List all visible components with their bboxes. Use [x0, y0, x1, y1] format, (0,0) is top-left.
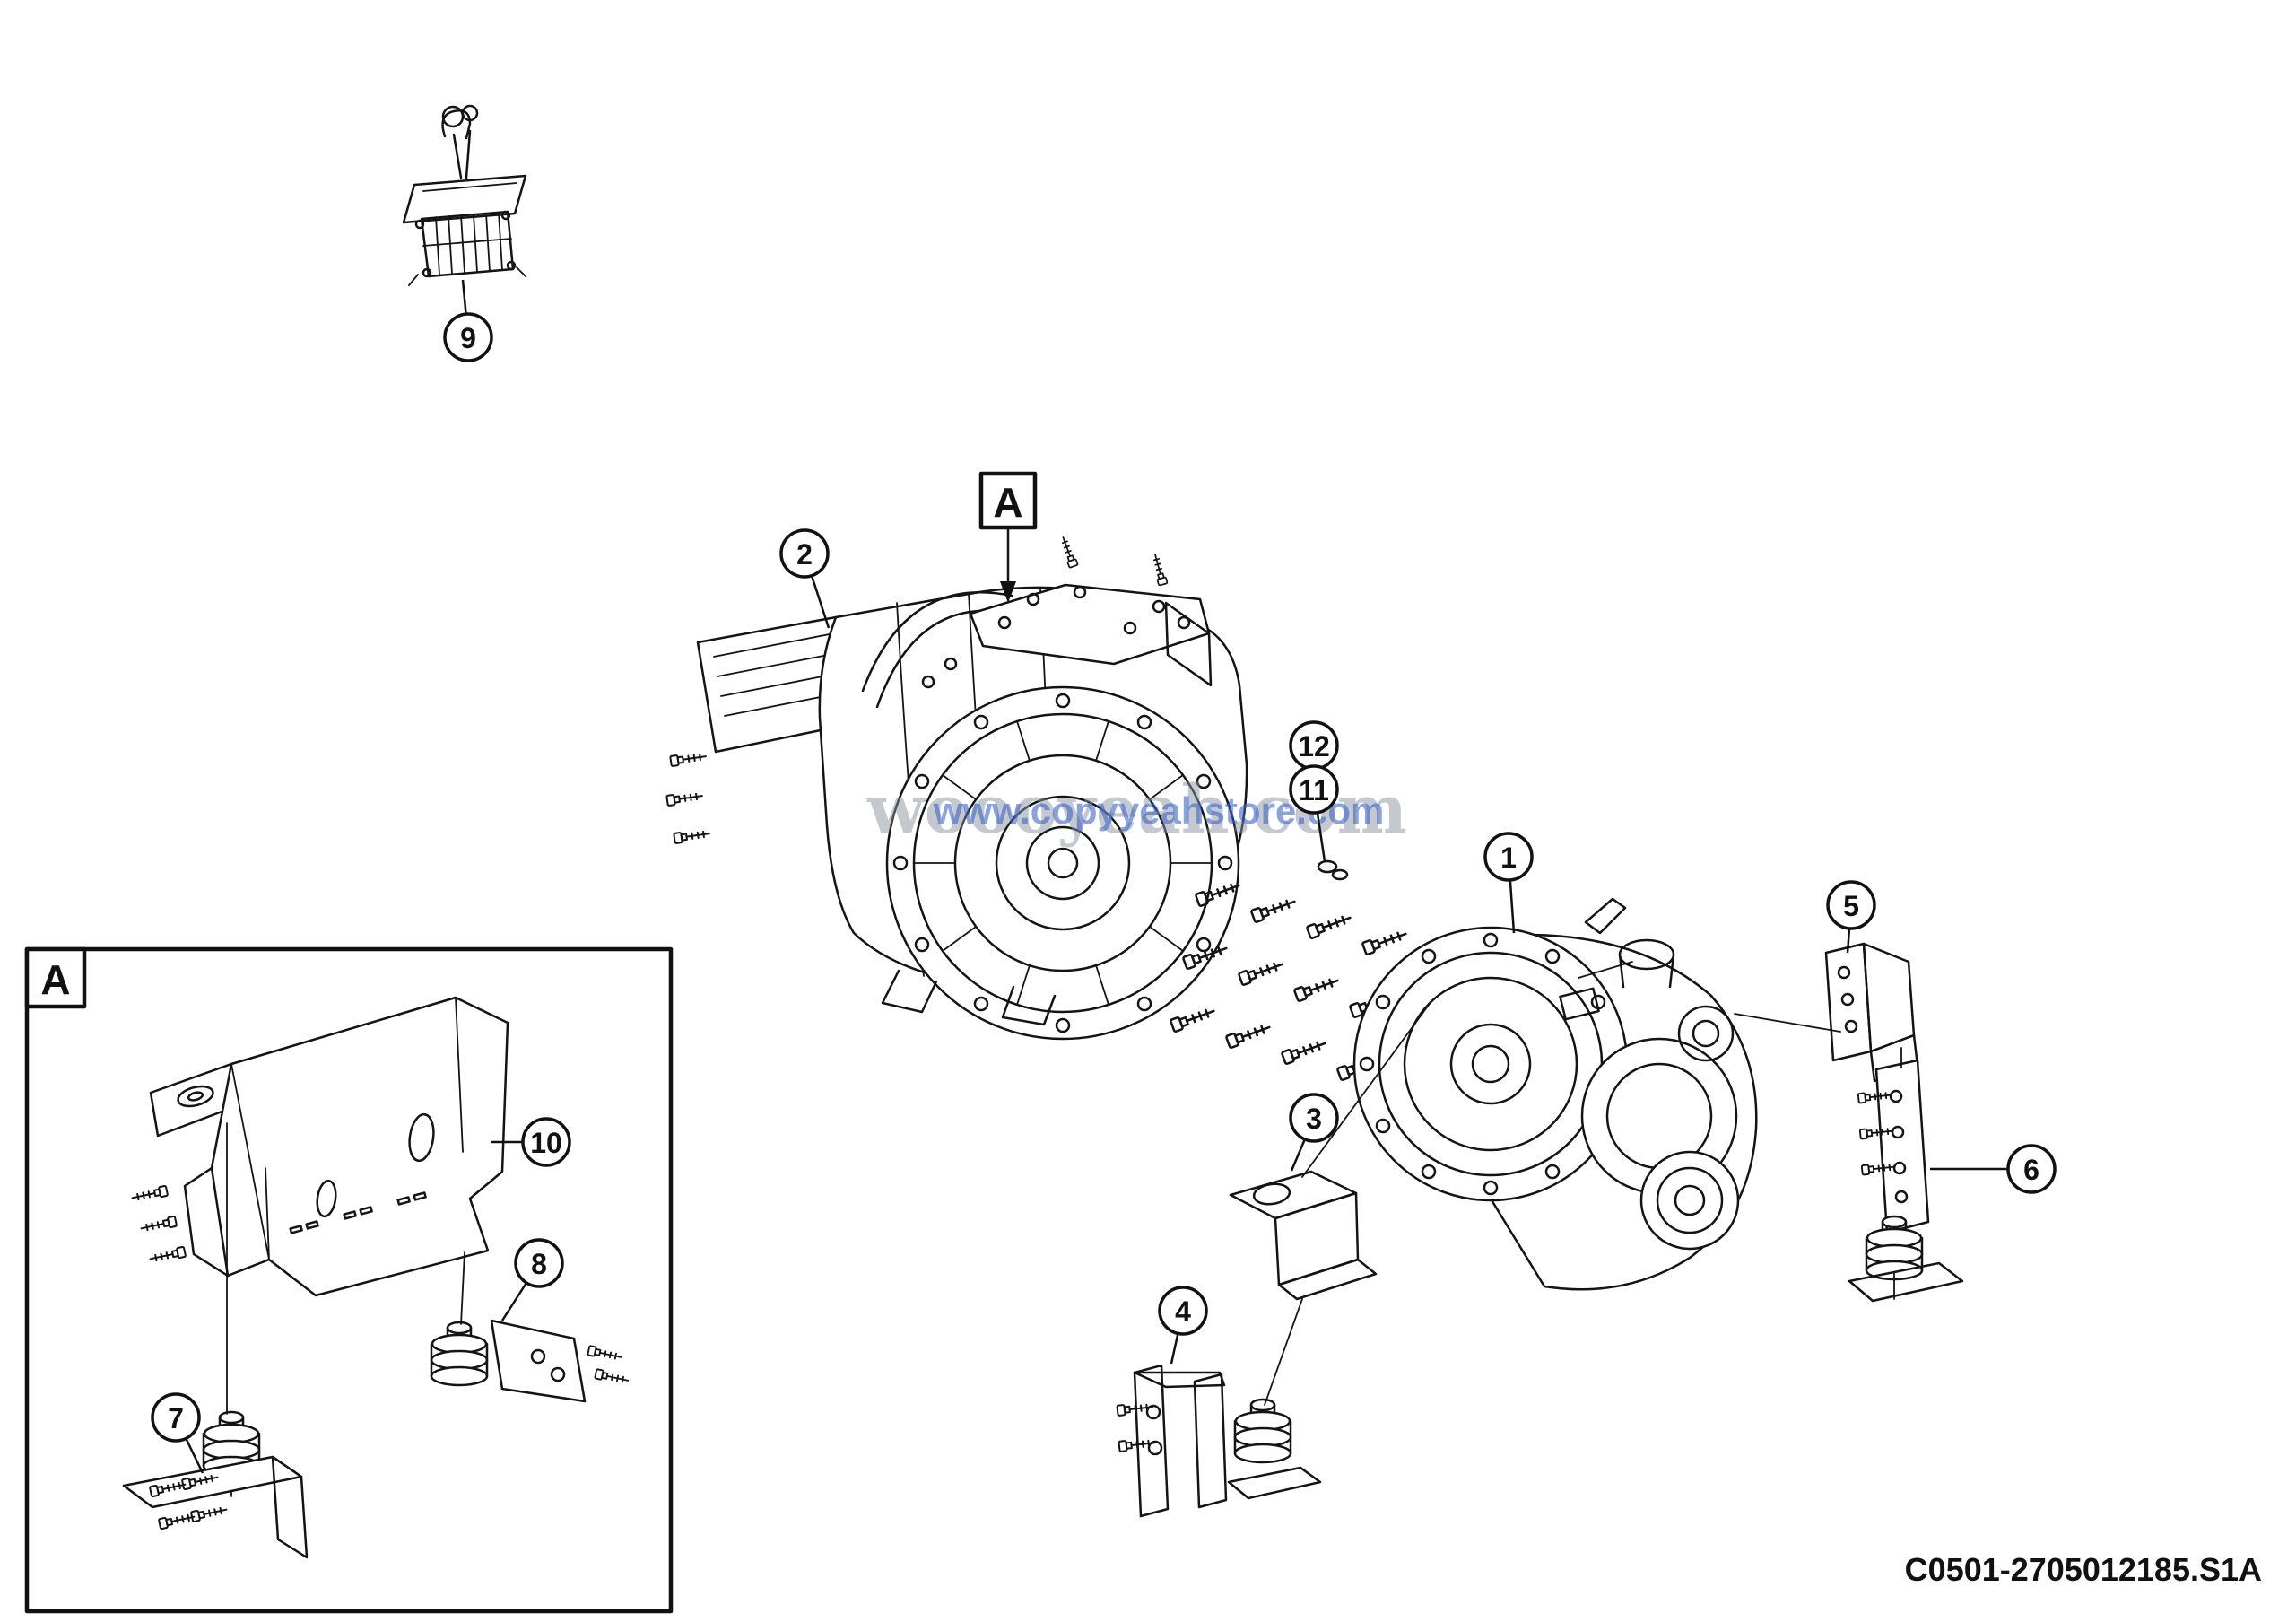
bracket-6 [1848, 1059, 1964, 1303]
callout-3: 3 [1289, 1093, 1339, 1172]
svg-text:10: 10 [530, 1127, 562, 1159]
part-9-shift-control [402, 104, 527, 286]
callout-11: 11 [1289, 764, 1339, 862]
mount-8 [430, 1319, 631, 1403]
bracket-10 [130, 996, 509, 1297]
transmission-assembly-left [665, 535, 1248, 1041]
svg-text:3: 3 [1306, 1103, 1322, 1135]
callout-6: 6 [1930, 1144, 2057, 1194]
svg-text:12: 12 [1298, 730, 1330, 763]
svg-text:8: 8 [531, 1248, 547, 1280]
bracket-5 [1824, 942, 1919, 1083]
bracket-3 [1229, 1170, 1378, 1301]
svg-text:2: 2 [796, 538, 813, 571]
callout-2: 2 [779, 528, 831, 629]
part-code: C0501-2705012185.S1A [1905, 1551, 2262, 1588]
callout-5: 5 [1826, 880, 1876, 954]
view-a-label: A [993, 479, 1022, 526]
bracket-4 [1116, 1364, 1322, 1518]
callout-9: 9 [443, 279, 493, 362]
callout-12: 12 [1289, 720, 1339, 771]
svg-text:9: 9 [460, 322, 476, 354]
callout-10: 10 [491, 1117, 571, 1167]
svg-text:5: 5 [1843, 890, 1859, 922]
mount-7 [122, 1410, 309, 1559]
svg-text:7: 7 [168, 1402, 184, 1435]
assembly-lines [1264, 1000, 1902, 1406]
diagram-artwork [24, 104, 1964, 1614]
transmission-assembly-right [1352, 897, 1758, 1291]
callout-8: 8 [500, 1238, 564, 1321]
detail-a-box [24, 946, 674, 1614]
mounting-bolts-grid [1169, 859, 1409, 1082]
svg-text:1: 1 [1500, 842, 1517, 874]
svg-text:6: 6 [2023, 1154, 2039, 1186]
svg-text:4: 4 [1175, 1295, 1191, 1328]
view-a-marker [978, 471, 1038, 603]
callout-4: 4 [1158, 1286, 1208, 1365]
svg-text:11: 11 [1299, 774, 1329, 807]
detail-a-lines [226, 1122, 465, 1415]
callout-7: 7 [151, 1392, 204, 1474]
detail-a-label: A [40, 956, 70, 1003]
callout-1: 1 [1483, 832, 1534, 934]
